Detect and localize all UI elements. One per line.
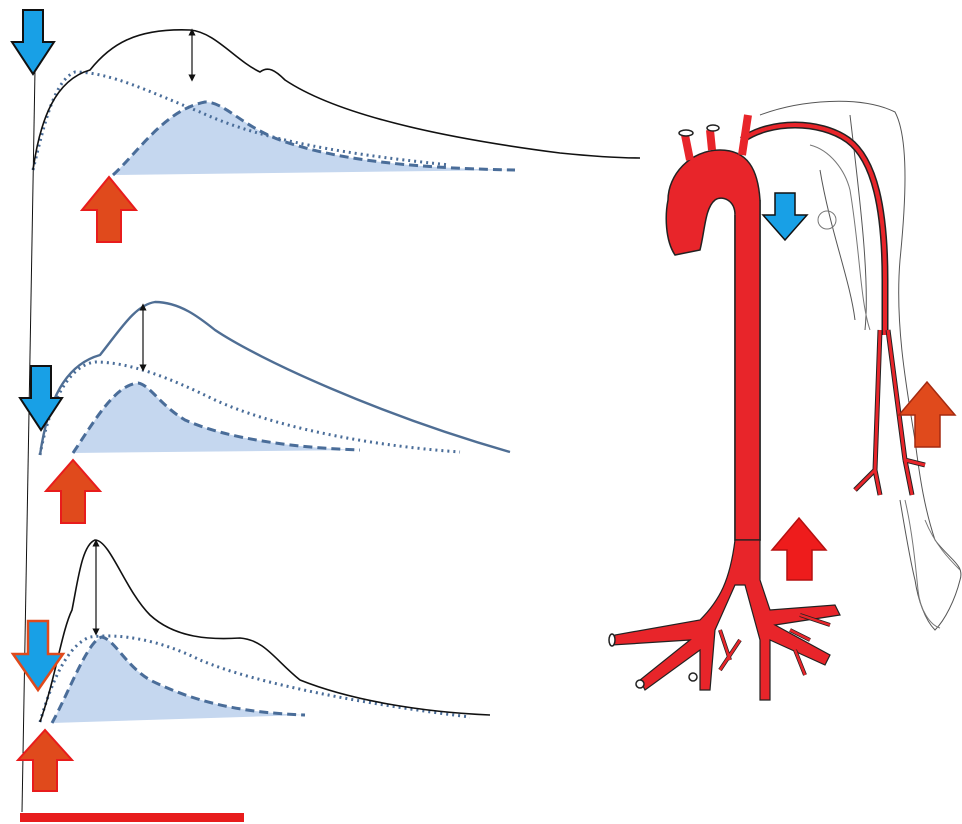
iliac-stub-left <box>609 634 615 646</box>
top-waveform-panel <box>12 10 640 242</box>
bottom-incident-arrow-icon <box>13 621 63 690</box>
arterial-tree-illustration <box>609 101 961 700</box>
shoulder-outline <box>810 145 870 330</box>
carotid-stub-left <box>707 125 719 131</box>
top-incident-arrow-icon <box>12 10 54 74</box>
top-pressure-curve <box>33 30 640 170</box>
time-scale-bar <box>20 813 244 822</box>
descending-aorta-upper <box>735 200 760 540</box>
top-reflected-arrow-icon <box>82 177 136 242</box>
time-origin-line <box>22 70 35 812</box>
hand-outline <box>905 500 960 628</box>
bottom-reflected-arrow-icon <box>18 730 72 791</box>
middle-incident-arrow-icon <box>20 366 62 430</box>
shoulder-joint-outline <box>818 211 836 229</box>
top-forward-wave-area <box>113 102 515 175</box>
aorta-incident-arrow-icon <box>763 193 807 240</box>
lower-aorta-reflected-arrow-icon <box>772 518 826 580</box>
middle-waveform-panel <box>20 302 510 523</box>
iliac-stub-lower <box>636 680 644 688</box>
iliac-stub-mid <box>689 673 697 681</box>
middle-reflected-arrow-icon <box>46 460 100 523</box>
carotid-stub-right <box>679 130 693 136</box>
bottom-waveform-panel <box>13 540 490 791</box>
